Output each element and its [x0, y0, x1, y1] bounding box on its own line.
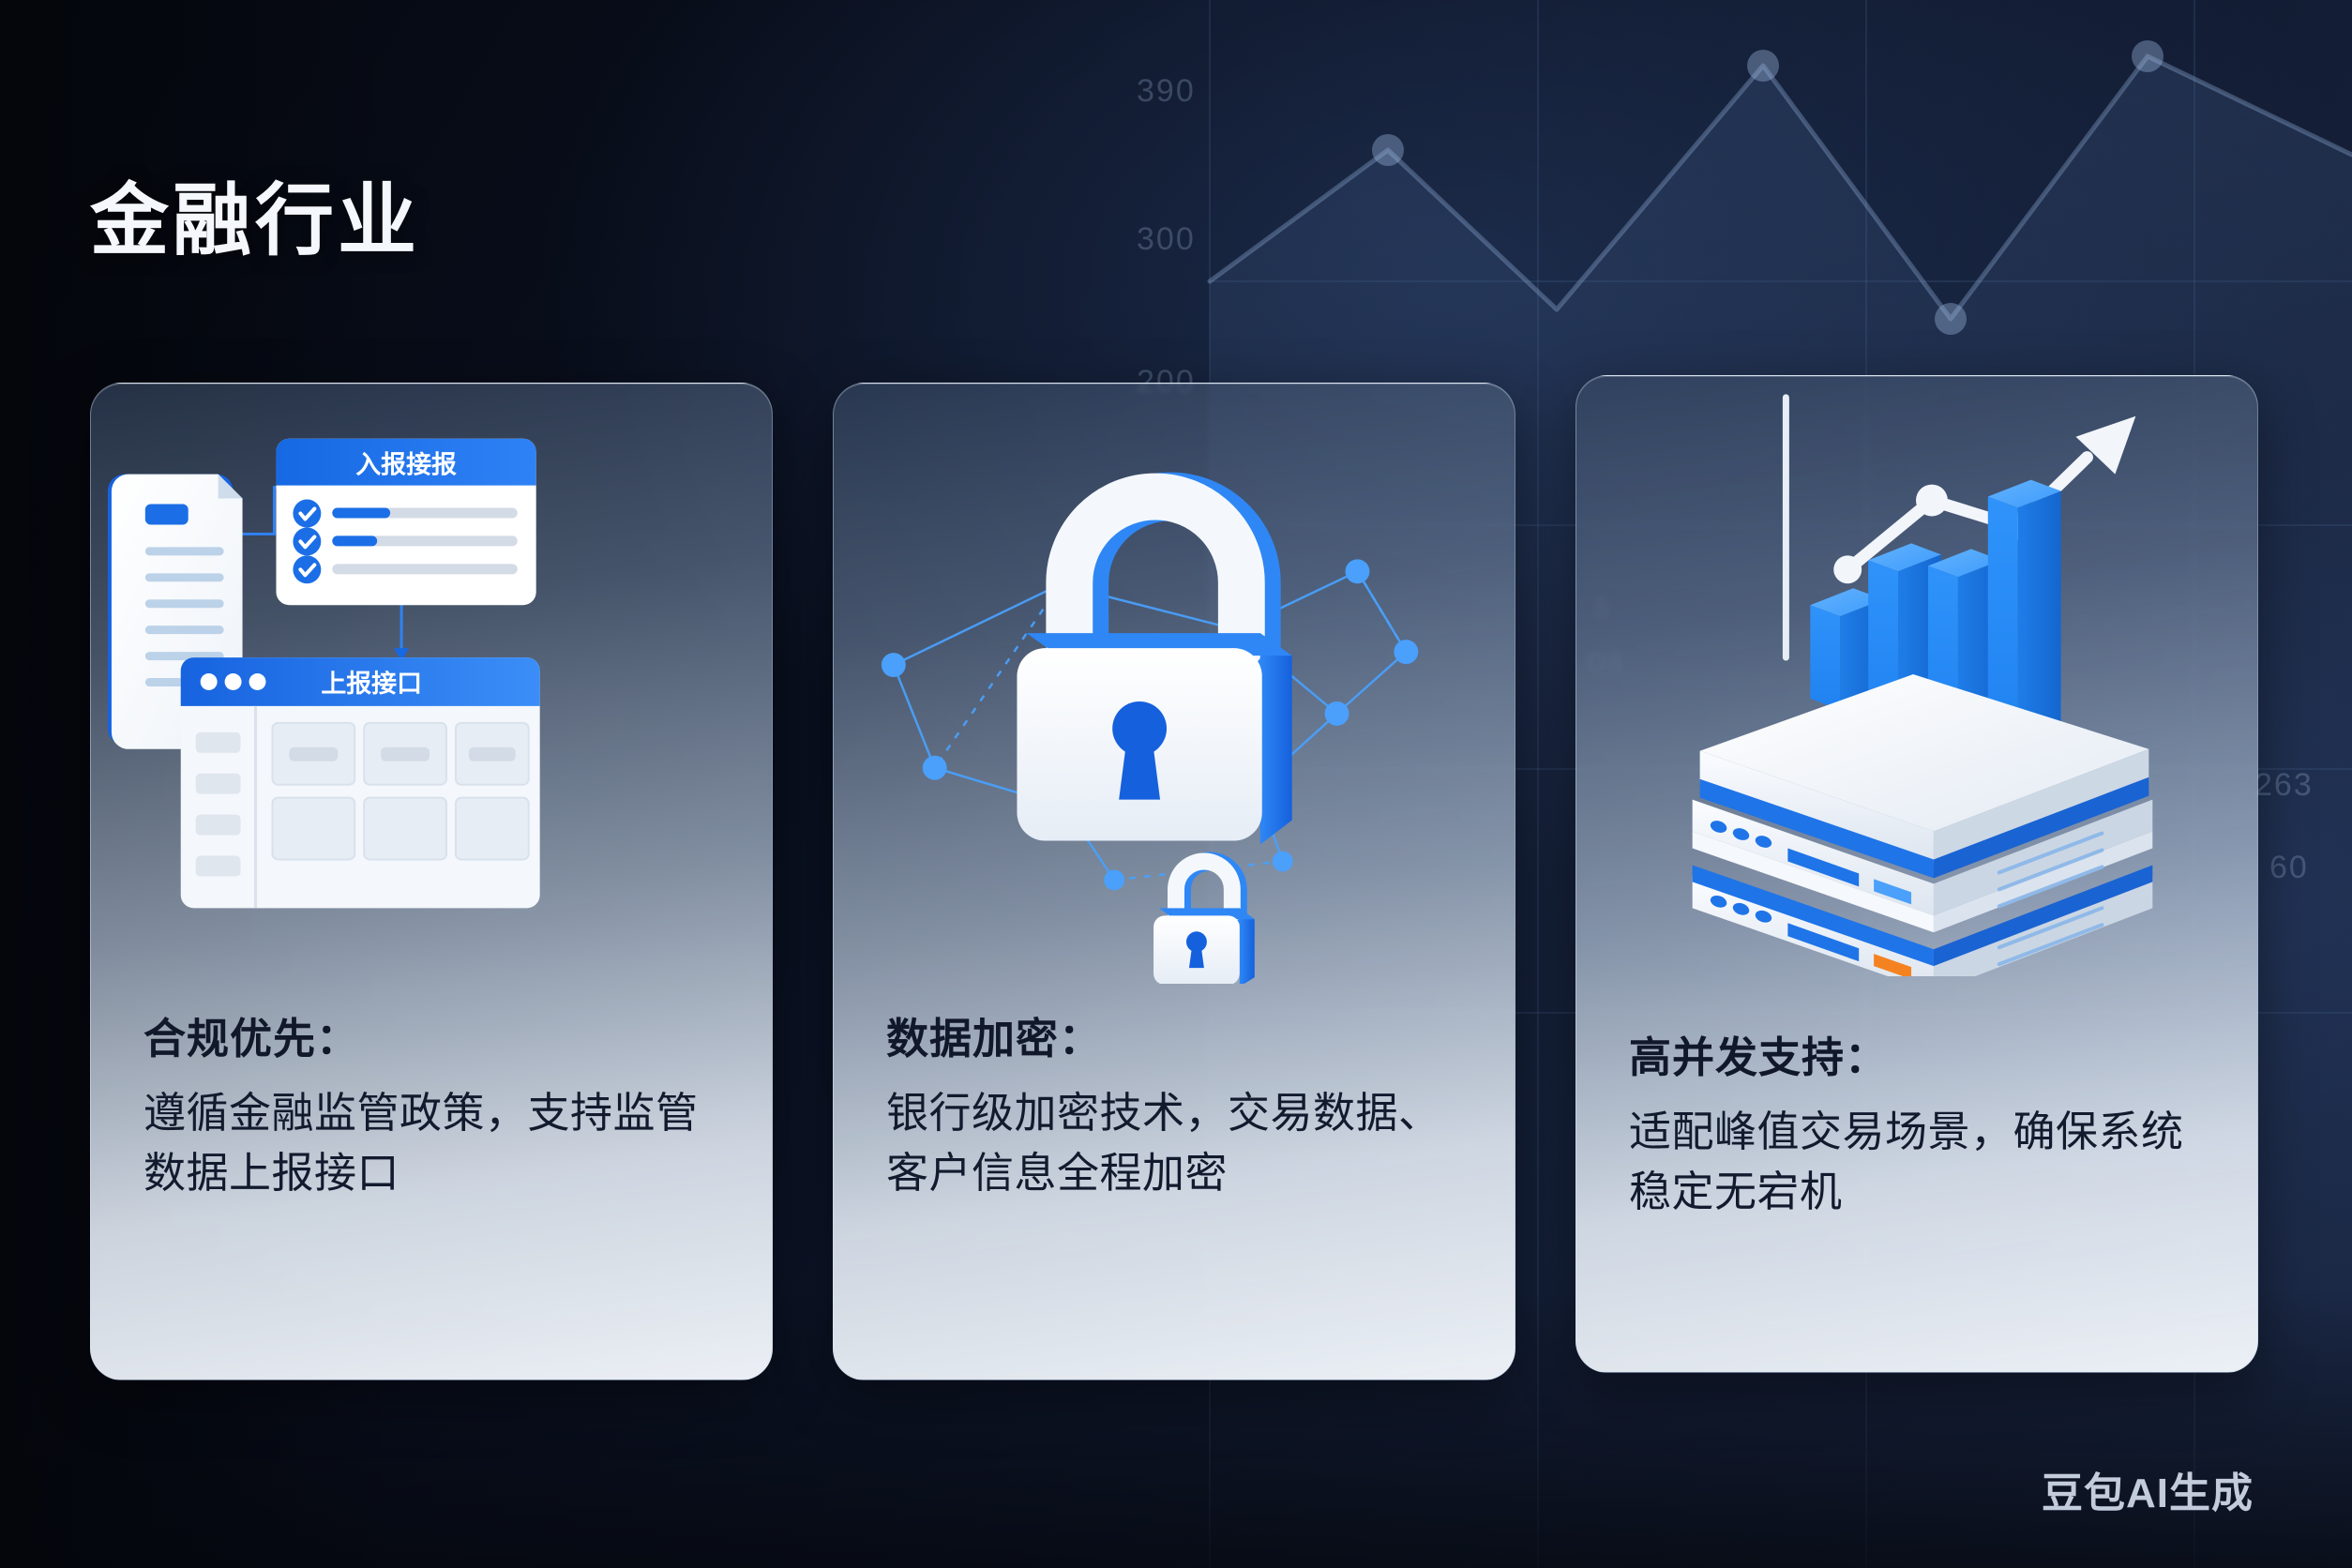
panel-top-label: 入报接报: [355, 451, 457, 479]
card-text-block: 数据加密： 银行级加密技术，交易数据、客户信息全程加密: [886, 1014, 1477, 1203]
compliance-report-illustration: 入报接报: [91, 384, 772, 984]
background-axis-label-390: 390: [1137, 73, 1196, 109]
card-heading: 合规优先：: [143, 1015, 360, 1063]
card-heading: 数据加密：: [886, 1015, 1103, 1063]
server-stack-growth-chart-illustration: [1576, 376, 2257, 976]
background-axis-label-300: 300: [1137, 221, 1196, 257]
card-text-block: 合规优先： 遵循金融监管政策，支持监管数据上报接口: [143, 1014, 734, 1203]
watermark: 豆包AI生成: [2042, 1470, 2254, 1516]
card-body: 遵循金融监管政策，支持监管数据上报接口: [143, 1089, 699, 1197]
card-body: 银行级加密技术，交易数据、客户信息全程加密: [886, 1089, 1441, 1197]
feature-card-compliance[interactable]: 入报接报: [90, 383, 773, 1380]
feature-card-concurrency[interactable]: 高并发支持： 适配峰值交易场景，确保系统稳定无宕机: [1576, 375, 2258, 1373]
panel-bottom-label: 上报接口: [321, 670, 422, 698]
background-right-label-60: 60: [2269, 850, 2309, 885]
background-right-label-263: 263: [2254, 767, 2314, 803]
card-text-block: 高并发支持： 适配峰值交易场景，确保系统稳定无宕机: [1629, 1033, 2220, 1222]
card-heading: 高并发支持：: [1629, 1033, 1889, 1081]
page-title: 金融行业: [90, 176, 421, 264]
card-body: 适配峰值交易场景，确保系统稳定无宕机: [1629, 1108, 2184, 1215]
feature-card-encryption[interactable]: 数据加密： 银行级加密技术，交易数据、客户信息全程加密: [833, 383, 1515, 1380]
padlock-network-illustration: [834, 384, 1515, 984]
